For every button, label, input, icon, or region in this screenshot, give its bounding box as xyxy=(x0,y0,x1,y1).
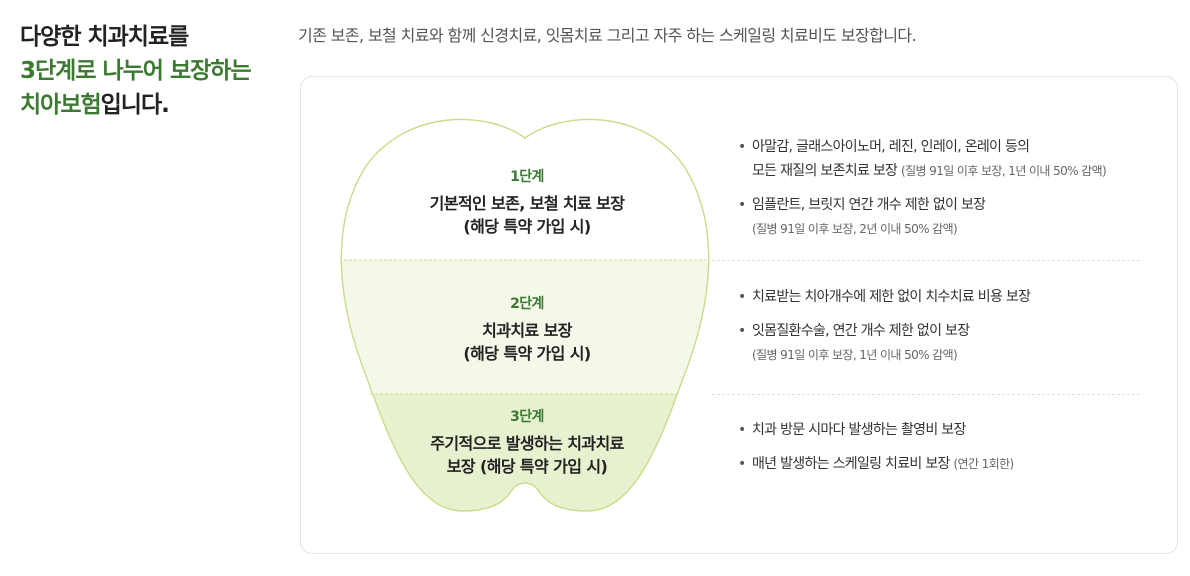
list-item: • 치과 방문 시마다 발생하는 촬영비 보장 xyxy=(738,418,1168,442)
headline: 다양한 치과치료를 3단계로 나누어 보장하는 치아보험입니다. xyxy=(20,20,280,122)
stage2-fill xyxy=(341,260,709,394)
list-item: • 매년 발생하는 스케일링 치료비 보장 (연간 1회한) xyxy=(738,452,1168,476)
headline-line-2: 3단계로 나누어 보장하는 xyxy=(20,58,252,84)
stage-3-title-line-1: 주기적으로 발생하는 치과치료 xyxy=(430,434,624,453)
tooth-illustration xyxy=(340,118,710,512)
headline-accent: 치아보험 xyxy=(20,92,102,118)
stage-3-number: 3단계 xyxy=(510,409,544,425)
benefit-text: 임플란트, 브릿지 연간 개수 제한 없이 보장 xyxy=(752,197,986,213)
tooth-outline xyxy=(340,118,710,512)
stage-1-number: 1단계 xyxy=(510,169,544,185)
stage-2-title-line-1: 치과치료 보장 xyxy=(482,321,572,340)
list-item: • 치료받는 치아개수에 제한 없이 치수치료 비용 보장 xyxy=(738,285,1168,309)
benefit-text: 잇몸질환수술, 연간 개수 제한 없이 보장 xyxy=(752,323,970,339)
list-item: • 잇몸질환수술, 연간 개수 제한 없이 보장 (질병 91일 이후 보장, … xyxy=(738,319,1168,367)
benefit-note: (질병 91일 이후 보장, 1년 이내 50% 감액) xyxy=(752,348,958,362)
benefit-text-continued: 모든 재질의 보존치료 보장 xyxy=(752,163,898,179)
stage-1-title-line-2: (해당 특약 가입 시) xyxy=(463,217,591,236)
headline-line-1: 다양한 치과치료를 xyxy=(20,24,189,50)
benefit-text: 매년 발생하는 스케일링 치료비 보장 xyxy=(752,456,950,472)
stage-1-label: 1단계 기본적인 보존, 보철 치료 보장 (해당 특약 가입 시) xyxy=(378,166,676,238)
stage-3-benefits: • 치과 방문 시마다 발생하는 촬영비 보장 • 매년 발생하는 스케일링 치… xyxy=(738,418,1168,486)
section-divider-1 xyxy=(712,260,1140,261)
section-divider-2 xyxy=(712,394,1140,395)
stage-2-number: 2단계 xyxy=(510,296,544,312)
stage-1-benefits: • 아말감, 글래스아이노머, 레진, 인레이, 온레이 등의 모든 재질의 보… xyxy=(738,135,1168,251)
headline-line-3: 치아보험입니다. xyxy=(20,88,280,122)
bullet-icon: • xyxy=(738,139,746,155)
bullet-icon: • xyxy=(738,422,746,438)
stage-1-title-line-1: 기본적인 보존, 보철 치료 보장 xyxy=(429,194,625,213)
benefit-text: 치료받는 치아개수에 제한 없이 치수치료 비용 보장 xyxy=(752,289,1031,305)
stage-2-label: 2단계 치과치료 보장 (해당 특약 가입 시) xyxy=(378,293,676,365)
bullet-icon: • xyxy=(738,289,746,305)
bullet-icon: • xyxy=(738,197,746,213)
list-item: • 임플란트, 브릿지 연간 개수 제한 없이 보장 (질병 91일 이후 보장… xyxy=(738,193,1168,241)
stage-3-title-line-2: 보장 (해당 특약 가입 시) xyxy=(446,457,608,476)
bullet-icon: • xyxy=(738,456,746,472)
bullet-icon: • xyxy=(738,323,746,339)
benefit-note: (질병 91일 이후 보장, 1년 이내 50% 감액) xyxy=(901,164,1107,178)
stage-2-title-line-2: (해당 특약 가입 시) xyxy=(463,344,591,363)
benefit-note: (연간 1회한) xyxy=(953,457,1014,471)
stage-2-benefits: • 치료받는 치아개수에 제한 없이 치수치료 비용 보장 • 잇몸질환수술, … xyxy=(738,285,1168,377)
headline-rest: 입니다. xyxy=(100,92,170,118)
benefit-text: 아말감, 글래스아이노머, 레진, 인레이, 온레이 등의 xyxy=(752,139,1030,155)
intro-text: 기존 보존, 보철 치료와 함께 신경치료, 잇몸치료 그리고 자주 하는 스케… xyxy=(298,26,917,45)
stage-3-label: 3단계 주기적으로 발생하는 치과치료 보장 (해당 특약 가입 시) xyxy=(378,406,676,478)
benefit-text: 치과 방문 시마다 발생하는 촬영비 보장 xyxy=(752,422,966,438)
benefit-note: (질병 91일 이후 보장, 2년 이내 50% 감액) xyxy=(752,222,958,236)
list-item: • 아말감, 글래스아이노머, 레진, 인레이, 온레이 등의 모든 재질의 보… xyxy=(738,135,1168,183)
